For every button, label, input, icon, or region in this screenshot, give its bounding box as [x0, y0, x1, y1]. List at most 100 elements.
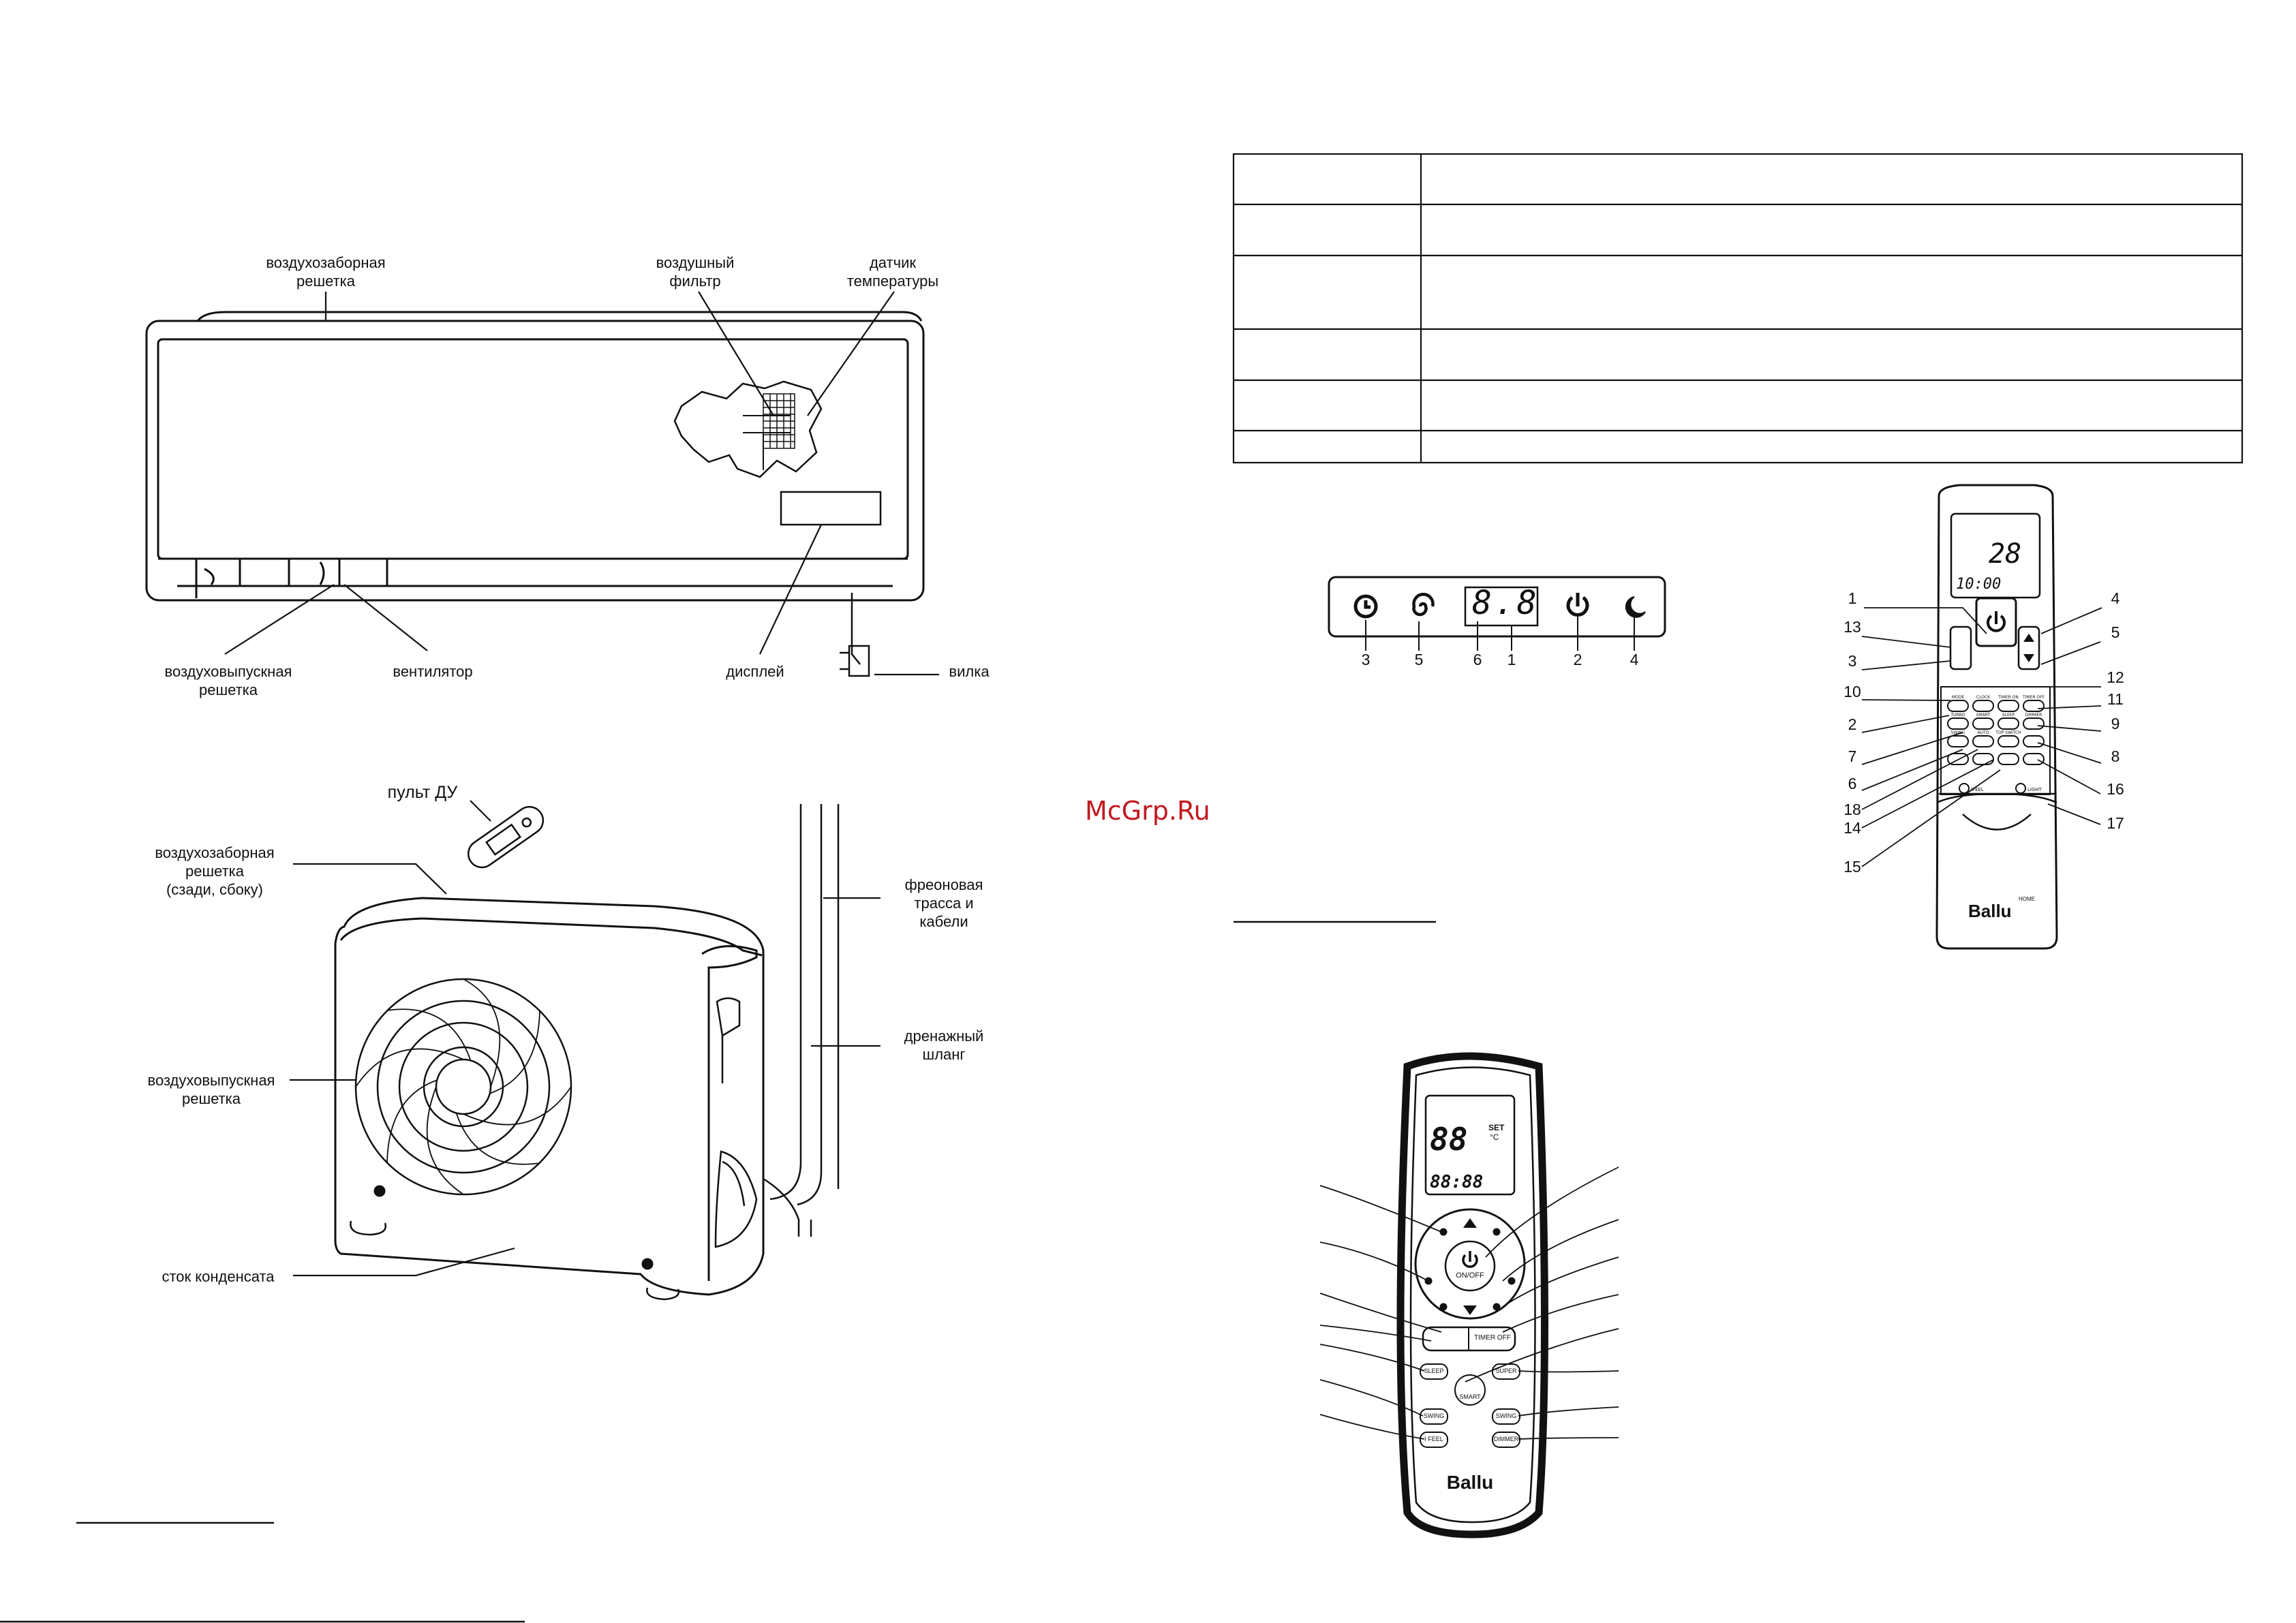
power-icon: [1462, 1251, 1478, 1268]
swirl-icon: [1412, 593, 1435, 617]
label-outdoor-air-intake: воздухозаборная решетка (сзади, сбоку): [155, 844, 275, 898]
remote1-callout: 16: [2107, 780, 2124, 798]
remote1-key[interactable]: [1972, 735, 1994, 747]
remote-2-leaders: [1319, 1166, 1619, 1440]
ifeel-button[interactable]: I FEEL: [1424, 1436, 1443, 1442]
remote1-callout: 7: [1848, 747, 1857, 765]
remote2-temp: 88: [1430, 1121, 1468, 1158]
label-condensate: сток конденсата: [162, 1268, 275, 1285]
power-icon: [1566, 593, 1589, 617]
moon-icon: [1625, 596, 1646, 618]
label-air-filter: воздушный фильтр: [656, 254, 735, 290]
panel-num: 5: [1414, 651, 1424, 668]
remote1-key[interactable]: [2023, 717, 2045, 730]
remote1-callout: 9: [2111, 715, 2120, 732]
remote1-temp: 28: [1989, 538, 2022, 570]
remote1-key[interactable]: [1972, 753, 1994, 765]
remote1-callout: 11: [2107, 690, 2124, 708]
remote1-key[interactable]: [1997, 735, 2019, 747]
panel-num: 6: [1473, 651, 1482, 668]
air-filter-mesh-icon: [763, 393, 795, 449]
remote1-key-label: SMART: [1976, 713, 1991, 717]
remote1-key-label: TOP SWITCH: [1995, 730, 2021, 735]
remote2-time: 88:88: [1430, 1172, 1484, 1192]
remote1-key[interactable]: [2023, 753, 2045, 765]
remote1-callout: 13: [1843, 618, 1861, 636]
remote2-brand: Ballu: [1446, 1472, 1494, 1493]
label-air-outlet: воздуховыпускная решетка: [164, 663, 292, 698]
label-plug: вилка: [949, 663, 990, 680]
remote1-key[interactable]: [2023, 735, 2045, 747]
remote1-callout: 8: [2111, 747, 2120, 765]
remote1-key-label: AUTO: [1978, 730, 1989, 735]
label-fan: вентилятор: [393, 663, 473, 680]
on-off-button[interactable]: ON/OFF: [1456, 1271, 1484, 1280]
plug-icon: [840, 645, 870, 677]
super-button[interactable]: SUPER: [1495, 1367, 1517, 1374]
remote-1-leaders: [1861, 607, 2102, 867]
remote1-key-label: SLEEP: [2002, 713, 2015, 717]
remote1-brand-sub: HOME: [2019, 896, 2035, 902]
remote1-key[interactable]: [1997, 717, 2019, 730]
label-display: дисплей: [726, 663, 784, 680]
outdoor-unit-drawing: [290, 800, 881, 1301]
label-freon: фреоновая трасса и кабели: [904, 876, 983, 930]
swing-button-2[interactable]: SWING: [1495, 1412, 1517, 1419]
remote1-key[interactable]: [1972, 717, 1994, 730]
remote-2: [1319, 1052, 1619, 1539]
panel-num: 3: [1361, 651, 1371, 668]
remote1-callout: 3: [1848, 652, 1857, 670]
remote1-callout: 2: [1848, 715, 1857, 733]
remote1-key[interactable]: [2023, 700, 2045, 712]
remote1-callout: 14: [1843, 819, 1861, 837]
timer-icon: [1353, 594, 1378, 619]
panel-num: 1: [1507, 651, 1516, 668]
remote1-callout: 5: [2111, 623, 2120, 641]
remote1-key[interactable]: [1947, 753, 1969, 765]
remote1-key[interactable]: [1947, 735, 1969, 747]
remote1-callout: 1: [1848, 589, 1857, 607]
timer-off-button[interactable]: TIMER OFF: [1474, 1334, 1511, 1342]
remote1-key[interactable]: [1997, 753, 2019, 765]
remote1-key-label: SWING: [1951, 730, 1965, 735]
display-leaders: [1365, 613, 1635, 651]
sleep-button[interactable]: SLEEP: [1424, 1367, 1444, 1374]
dimmer-button[interactable]: DIMMER: [1493, 1436, 1519, 1442]
remote2-celsius: °C: [1490, 1132, 1499, 1142]
remote1-key-label: CLOCK: [1976, 695, 1991, 700]
remote1-callout: 15: [1843, 858, 1861, 876]
indoor-unit-drawing: [145, 291, 939, 677]
remote1-key[interactable]: [1947, 717, 1969, 730]
label-remote: пульт ДУ: [387, 783, 458, 802]
remote1-key[interactable]: [1997, 700, 2019, 712]
remote1-callout: 18: [1843, 801, 1861, 818]
remote1-key[interactable]: [1972, 700, 1994, 712]
remote1-callout: 4: [2111, 589, 2120, 607]
spec-table: [1232, 153, 2244, 464]
display-panel: [1328, 576, 1666, 651]
remote1-key-label: DIMMER: [2025, 713, 2042, 717]
remote1-key[interactable]: [1947, 700, 1969, 712]
display-digits: 8.8: [1472, 584, 1540, 622]
label-outdoor-air-outlet: воздуховыпускная решетка: [147, 1072, 275, 1107]
remote1-key-label: MODE: [1952, 695, 1965, 700]
remote1-brand: Ballu: [1968, 901, 2012, 921]
remote1-callout: 10: [1843, 683, 1861, 700]
watermark: McGrp.Ru: [1085, 796, 1210, 826]
remote1-small-label: IFEEL: [1971, 787, 1984, 792]
label-temp-sensor: датчик температуры: [846, 254, 939, 290]
label-air-intake: воздухозаборная решетка: [266, 254, 386, 290]
power-icon: [1987, 611, 2006, 632]
remote1-key-label: TIMER OFF: [2022, 695, 2045, 700]
swing-button-1[interactable]: SWING: [1423, 1412, 1445, 1419]
smart-button[interactable]: SMART: [1459, 1393, 1481, 1400]
panel-num: 2: [1573, 651, 1582, 668]
remote1-small-label: LIGHT: [2027, 787, 2042, 792]
remote1-callout: 17: [2107, 814, 2124, 832]
remote1-time: 10:00: [1956, 576, 2002, 593]
panel-num: 4: [1629, 651, 1639, 668]
remote1-callout: 6: [1848, 775, 1857, 792]
remote-mini-icon: [467, 805, 545, 869]
